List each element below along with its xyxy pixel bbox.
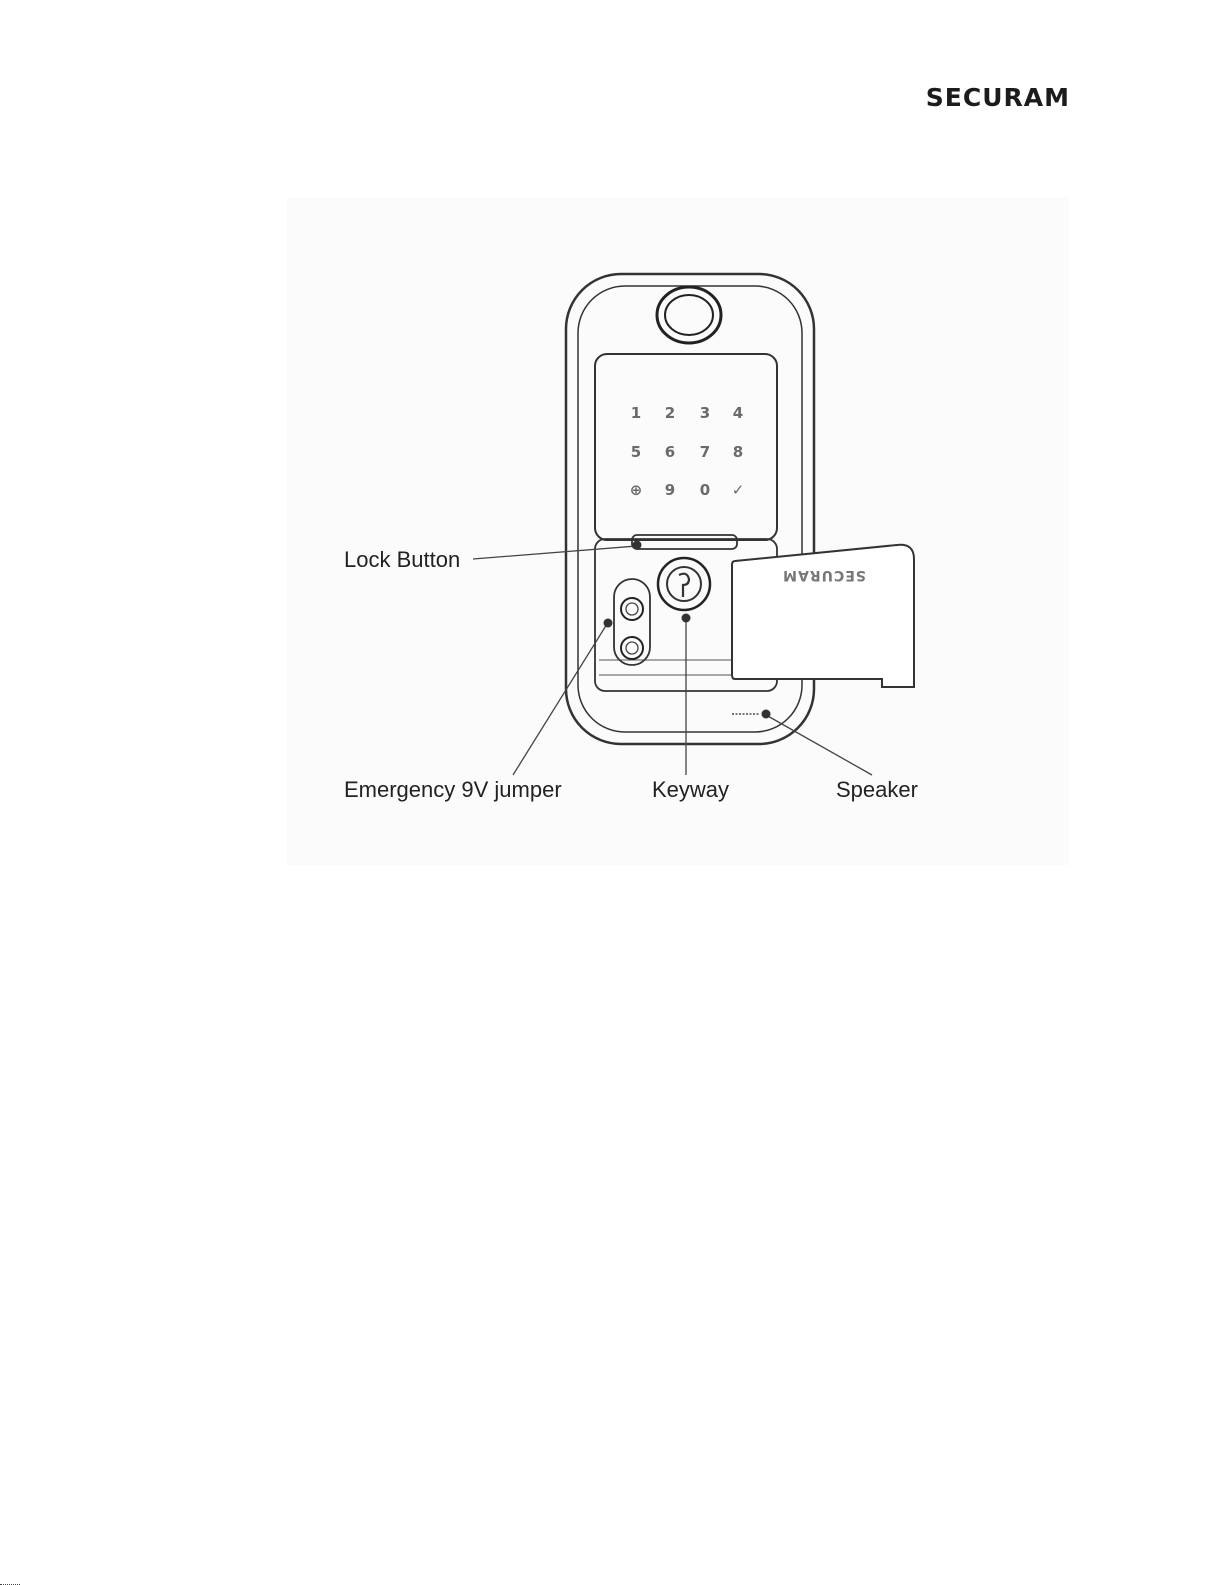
keypad-key[interactable]: 1 (631, 404, 641, 422)
keypad-key[interactable]: ✓ (732, 481, 745, 499)
keypad-keys: 1 2 3 4 5 6 7 8 ⊕ 9 0 ✓ (630, 404, 745, 499)
keypad-key[interactable]: 3 (700, 404, 710, 422)
keypad-key[interactable]: 7 (700, 443, 710, 461)
callout-speaker: Speaker (836, 777, 918, 802)
fingerprint-sensor-inner (665, 295, 713, 335)
keypad-key[interactable]: 8 (733, 443, 743, 461)
emergency-jumper-housing (614, 579, 650, 665)
keypad-key[interactable]: 4 (733, 404, 743, 422)
lock-button (632, 535, 737, 549)
callout-keyway: Keyway (652, 777, 729, 802)
keypad-key[interactable]: 0 (700, 481, 710, 499)
cover-logo-text: SECURAM (782, 567, 866, 583)
page-corner-mark (0, 1578, 20, 1585)
callout-emergency-jumper: Emergency 9V jumper (344, 777, 562, 802)
keypad-key[interactable]: 5 (631, 443, 641, 461)
keypad-key[interactable]: ⊕ (630, 481, 643, 499)
keypad-key[interactable]: 9 (665, 481, 675, 499)
keypad-key[interactable]: 2 (665, 404, 675, 422)
securam-logo: SECURAM (900, 78, 1070, 118)
callout-lock-button: Lock Button (344, 547, 460, 572)
keypad-key[interactable]: 6 (665, 443, 675, 461)
keypad-panel (595, 354, 777, 540)
battery-cover (732, 545, 914, 687)
